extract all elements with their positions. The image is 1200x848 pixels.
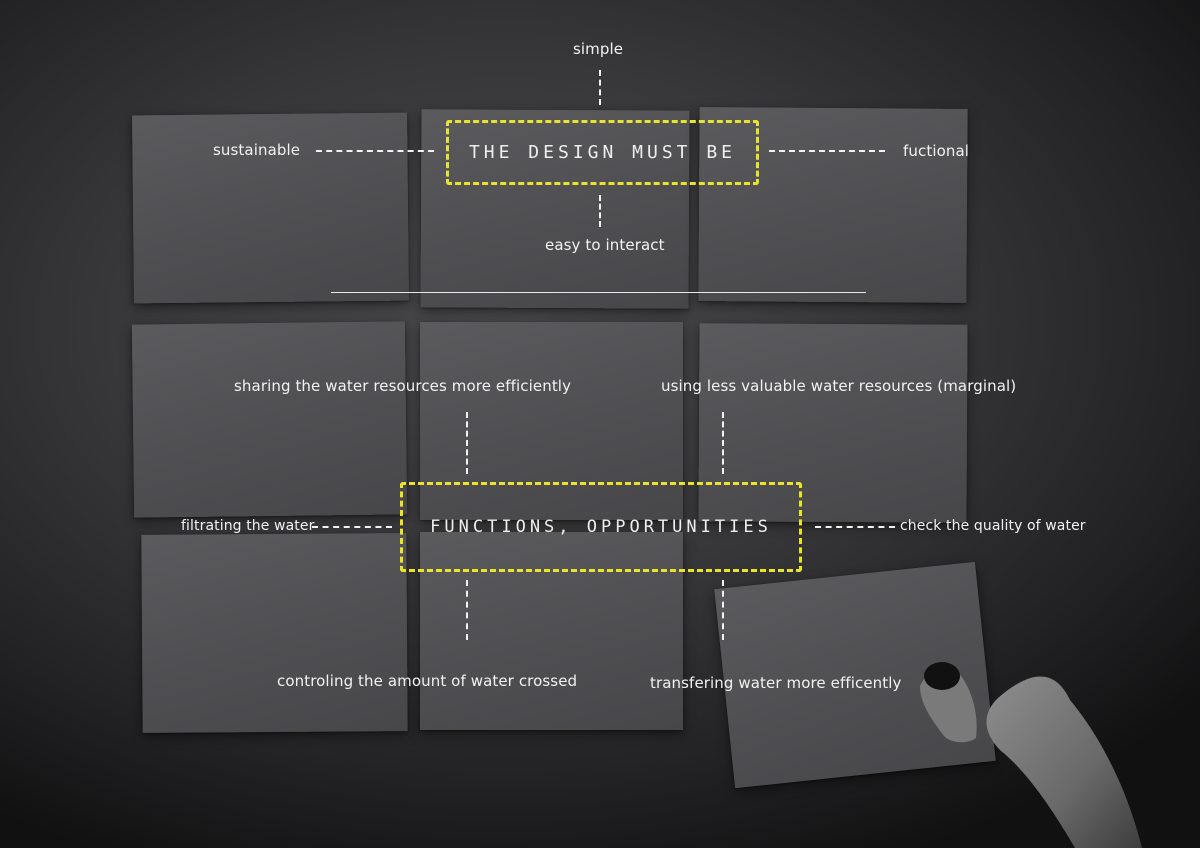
connector-lower-right: [815, 526, 895, 528]
sticky-note-r3c1: [141, 533, 408, 733]
sticky-note-r3c2: [420, 532, 683, 730]
section-divider: [331, 292, 866, 293]
sustainable-label: sustainable: [213, 141, 301, 159]
functions-opportunities-box: FUNCTIONS, OPPORTUNITIES: [400, 482, 802, 572]
connector-top-down: [599, 195, 601, 227]
simple-label: simple: [573, 40, 624, 58]
connector-top-left: [316, 150, 434, 152]
connector-top-right: [769, 150, 885, 152]
connector-lower-left: [312, 526, 392, 528]
fuctional-label: fuctional: [903, 142, 970, 160]
easy-to-interact-label: easy to interact: [545, 236, 665, 254]
connector-upper-right: [722, 412, 724, 474]
connector-upper-left: [466, 412, 468, 474]
sharing-water-label: sharing the water resources more efficie…: [234, 377, 572, 395]
less-valuable-water-label: using less valuable water resources (mar…: [661, 377, 1017, 395]
controling-water-label: controling the amount of water crossed: [277, 672, 578, 690]
transfering-water-label: transfering water more efficently: [650, 674, 902, 692]
connector-down-right: [722, 580, 724, 640]
connector-top-up: [599, 70, 601, 105]
filtrating-water-label: filtrating the water: [181, 518, 315, 534]
connector-down-left: [466, 580, 468, 640]
sticky-note-r2c2: [420, 322, 683, 520]
design-must-be-box: THE DESIGN MUST BE: [446, 120, 759, 185]
hand-image: [920, 662, 1142, 848]
sticky-note-r2c1: [131, 321, 408, 518]
check-quality-label: check the quality of water: [900, 518, 1086, 534]
